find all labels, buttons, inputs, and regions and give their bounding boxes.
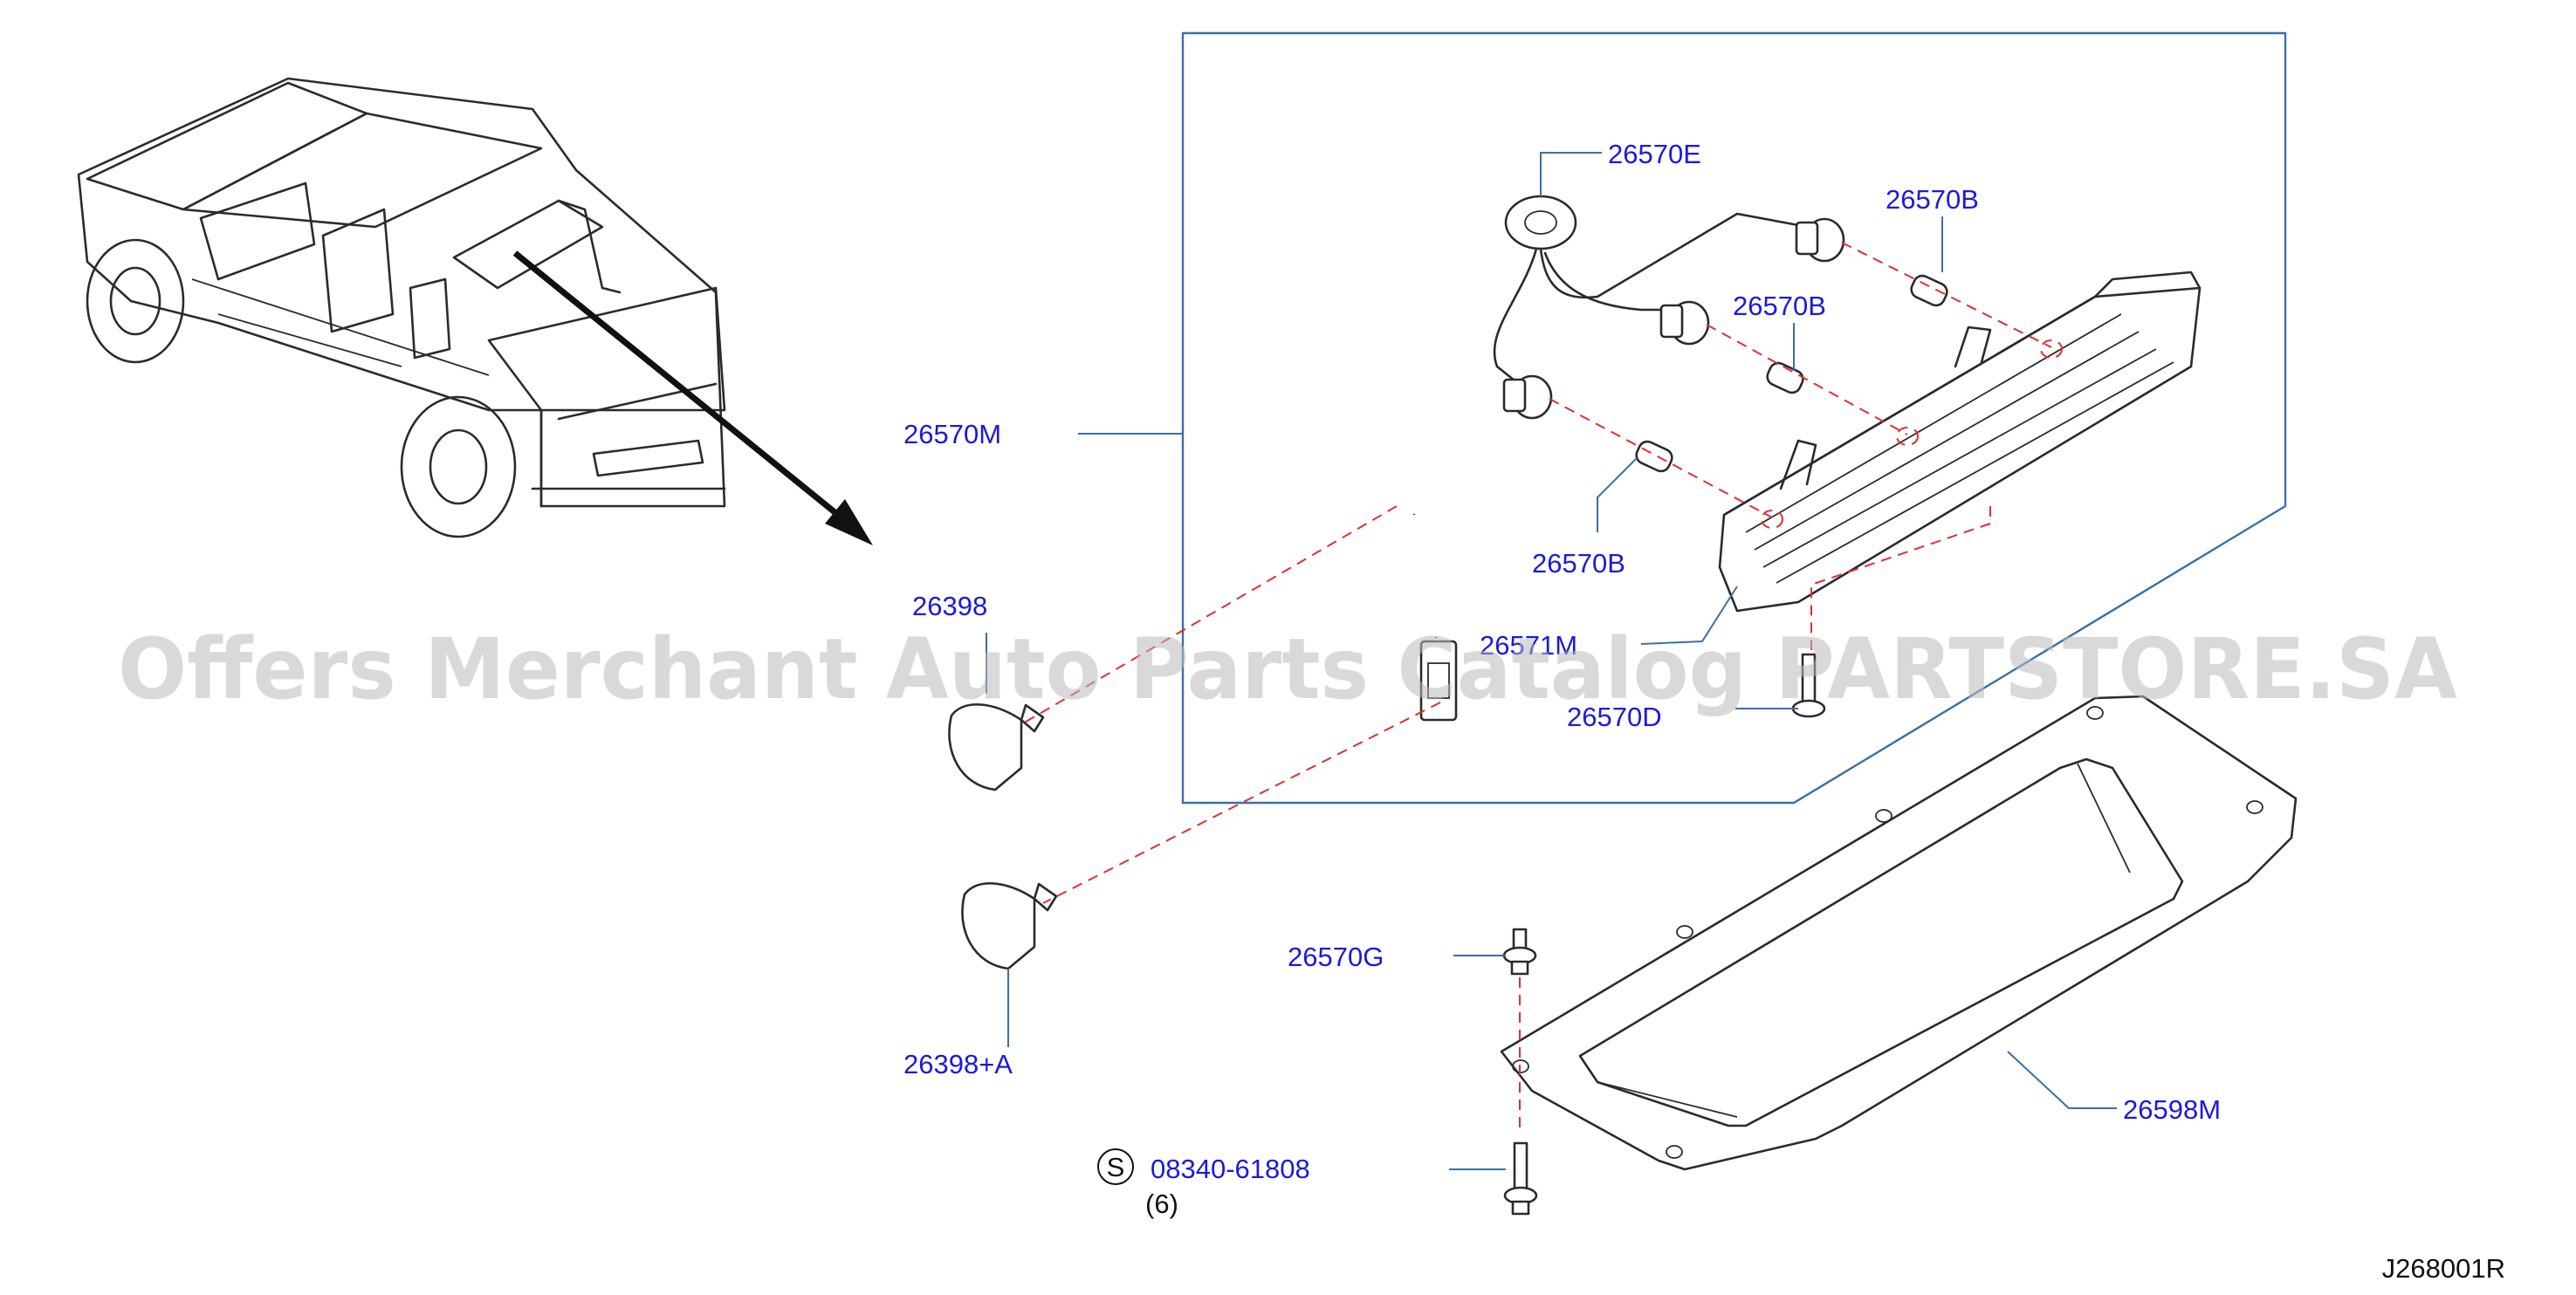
bulb-3 [1635,440,1673,473]
label-26570b-top: 26570B [1886,184,1979,215]
label-26598m: 26598M [2123,1094,2221,1125]
standard-part-marker [1097,1148,1134,1185]
truck-illustration [77,77,873,545]
assembly-frame [1181,31,2287,805]
bolt-08340-61808 [1503,1141,1538,1216]
bulb-1 [1910,274,1948,307]
standard-part-marker-letter: S [1107,1152,1125,1182]
clip-26570g [1502,928,1537,976]
label-26398: 26398 [912,591,987,621]
label-26570b-middle: 26570B [1733,291,1826,321]
label-26398a: 26398+A [903,1049,1013,1079]
leader-lines [986,152,2117,1170]
watermark: Offers Merchant Auto Parts Catalog PARTS… [118,620,2457,718]
clip-26398 [948,703,1045,791]
bulb-socket-2 [1659,300,1710,346]
clip-26398a [961,882,1058,970]
screw-26570d [1791,653,1826,718]
bolt-quantity: (6) [1145,1189,1178,1219]
part-labels: 26570E 26570B 26570B 26570M 26570B 26398… [903,139,2221,1219]
label-26570g: 26570G [1288,942,1384,972]
stop-lamp-body [1718,271,2202,613]
label-26570e: 26570E [1608,139,1701,169]
bulb-2 [1766,361,1804,394]
bulb-socket-1 [1795,217,1845,263]
label-26570b-bottom: 26570B [1532,548,1625,579]
label-26571m: 26571M [1480,630,1577,661]
label-26570m: 26570M [903,419,1001,449]
bulb-socket-3 [1502,374,1553,420]
wire-harness [1310,140,1845,722]
alignment-lines [1020,242,2052,1134]
figure-code: J268001R [2382,1253,2505,1284]
label-26570d: 26570D [1567,702,1662,732]
trim-panel-26598m [1500,695,2298,1171]
label-08340-61808: 08340-61808 [1151,1154,1310,1184]
